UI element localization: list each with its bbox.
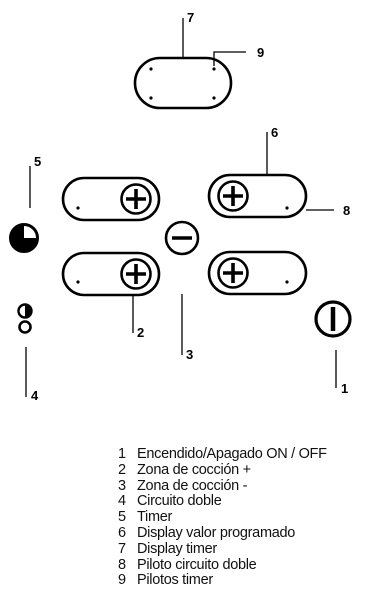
callout-8: 8 — [343, 203, 350, 218]
callout-7: 7 — [187, 10, 194, 25]
legend-description: Zona de cocción - — [137, 477, 248, 494]
legend-number: 8 — [118, 556, 127, 573]
callout-3: 3 — [186, 347, 193, 362]
legend-description: Piloto circuito doble — [137, 556, 257, 573]
legend-item-7: 7 Display timer — [113, 540, 373, 558]
legend-number: 3 — [118, 477, 127, 494]
callout-1: 1 — [341, 381, 348, 396]
legend-item-6: 6 Display valor programado — [113, 524, 373, 542]
legend-description: Circuito doble — [137, 493, 222, 510]
timer-display — [133, 56, 233, 110]
legend-item-3: 3 Zona de cocción - — [113, 477, 373, 495]
legend-description: Timer — [137, 509, 173, 526]
power-button[interactable] — [314, 300, 352, 338]
minus-button[interactable] — [164, 220, 200, 256]
timer-icon — [9, 223, 39, 253]
right-zone-lower-plus-button[interactable] — [207, 250, 308, 296]
callout-5: 5 — [34, 154, 41, 169]
legend-description: Zona de cocción + — [137, 461, 251, 478]
legend-number: 6 — [118, 524, 127, 541]
left-zone-lower-plus-button[interactable] — [61, 251, 161, 297]
legend-item-5: 5 Timer — [113, 509, 373, 526]
legend-number: 2 — [118, 461, 127, 478]
legend-number: 9 — [118, 572, 127, 589]
legend-description: Encendido/Apagado ON / OFF — [137, 446, 327, 462]
legend-number: 5 — [118, 509, 127, 526]
legend-item-2: 2 Zona de cocción + — [113, 461, 373, 479]
legend-number: 4 — [118, 493, 127, 510]
legend-item-1: 1 Encendido/Apagado ON / OFF — [113, 446, 373, 463]
right-zone-upper-plus-button[interactable] — [207, 173, 308, 219]
legend-item-4: 4 Circuito doble — [113, 494, 373, 510]
legend-number: 7 — [118, 540, 127, 557]
left-zone-upper-plus-button[interactable] — [61, 176, 161, 222]
legend-item-9: 9 Pilotos timer — [113, 573, 373, 589]
legend-description: Pilotos timer — [137, 572, 213, 589]
legend-number: 1 — [118, 446, 127, 462]
double-circuit-icon — [17, 303, 33, 334]
callout-2: 2 — [137, 325, 144, 340]
callout-6: 6 — [271, 125, 278, 140]
callout-4: 4 — [31, 388, 39, 403]
callout-9: 9 — [257, 45, 264, 60]
leader-line-9 — [213, 51, 246, 66]
legend-item-8: 8 Piloto circuito doble — [113, 556, 373, 574]
legend-description: Display valor programado — [137, 524, 296, 541]
legend-description: Display timer — [137, 540, 217, 557]
